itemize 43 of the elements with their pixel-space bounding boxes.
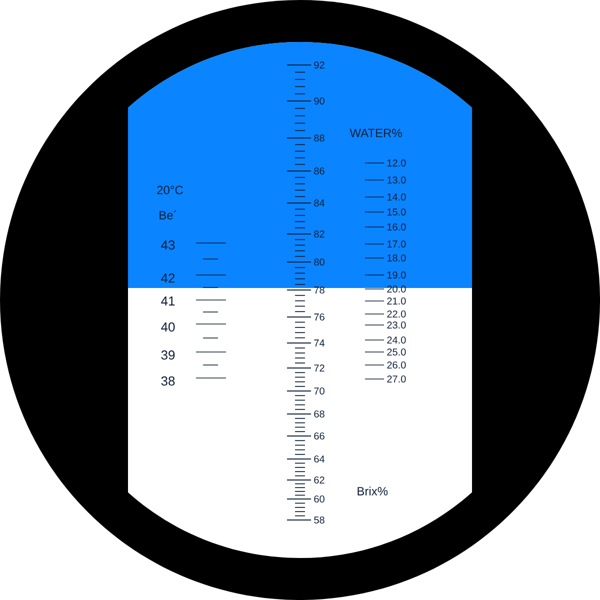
scale-number: 17.0: [387, 240, 406, 248]
scale-number: 40: [161, 322, 175, 332]
scale-number: 25.0: [387, 348, 406, 356]
scale-number: 78: [314, 286, 324, 294]
scale-number: 14.0: [387, 193, 406, 201]
scale-number: 72: [314, 364, 324, 372]
scale-number: 18.0: [387, 254, 406, 262]
scale-title: 20°C: [157, 186, 183, 194]
scale-number: 15.0: [387, 208, 406, 216]
scale-number: 12.0: [387, 159, 406, 167]
scale-number: 43: [161, 240, 175, 250]
scale-number: 68: [314, 410, 324, 418]
scale-number: 90: [314, 97, 324, 105]
scale-title: Be´: [160, 210, 176, 220]
scale-number: 82: [314, 230, 324, 238]
scale-number: 92: [314, 61, 324, 69]
scale-number: 13.0: [387, 176, 406, 184]
scale-number: 39: [161, 350, 175, 360]
scale-number: 80: [314, 258, 324, 266]
scale-number: 42: [161, 273, 175, 283]
scale-number: 88: [314, 134, 324, 142]
scale-number: 27.0: [387, 375, 406, 383]
scale-number: 60: [314, 495, 324, 503]
scale-title: Brix%: [358, 486, 388, 496]
scale-number: 19.0: [387, 271, 406, 279]
scale-number: 21.0: [387, 297, 406, 305]
scale-number: 62: [314, 476, 324, 484]
scale-number: 26.0: [387, 361, 406, 369]
scale-number: 84: [314, 199, 325, 207]
scale-number: 41: [161, 296, 175, 306]
scale-number: 58: [314, 516, 324, 524]
scale-title: WATER%: [350, 128, 402, 138]
scale-number: 38: [161, 376, 175, 386]
scale-number: 22.0: [387, 310, 406, 318]
scale-number: 86: [314, 167, 324, 175]
scale-number: 76: [314, 313, 324, 321]
scale-number: 24.0: [387, 336, 406, 344]
scale-number: 16.0: [387, 223, 406, 231]
scale-number: 70: [314, 387, 324, 395]
scale-number: 74: [314, 340, 325, 346]
scale-number: 66: [314, 432, 324, 440]
scale-number: 64: [314, 455, 325, 463]
scale-number: 23.0: [387, 321, 406, 329]
